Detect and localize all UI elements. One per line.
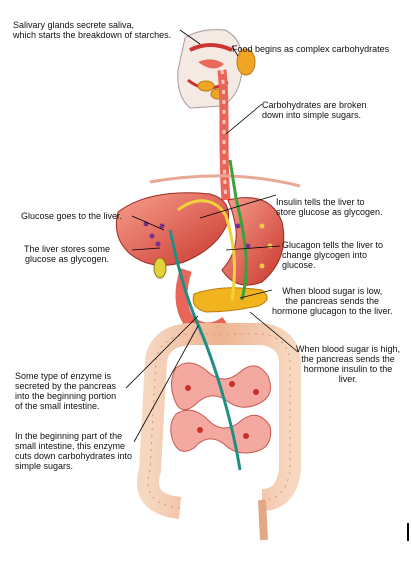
- label-salivary: Salivary glands secrete saliva, which st…: [13, 20, 172, 40]
- salivary-glands: [197, 48, 256, 100]
- label-low-sugar: When blood sugar is low, the pancreas se…: [272, 286, 393, 316]
- label-enzyme: Some type of enzyme is secreted by the p…: [15, 371, 117, 411]
- label-liver-stores: The liver stores some glucose as glycoge…: [24, 244, 111, 264]
- leader-lines: [125, 29, 299, 443]
- label-glucose-liver: Glucose goes to the liver.: [21, 211, 123, 221]
- head-outline: [177, 29, 243, 109]
- gallbladder: [153, 257, 167, 279]
- portal-vein: [168, 229, 242, 471]
- label-carbs-broken: Carbohydrates are broken down into simpl…: [262, 100, 367, 120]
- large-intestine: [137, 323, 301, 519]
- label-high-sugar: When blood sugar is high, the pancreas s…: [296, 344, 401, 384]
- rectum: [258, 499, 268, 541]
- pancreas: [192, 287, 268, 313]
- label-beginning-part: In the beginning part of the small intes…: [15, 431, 133, 471]
- small-intestine: [170, 362, 272, 454]
- text-cursor: [407, 523, 409, 541]
- label-glucagon-tells: Glucagon tells the liver to change glyco…: [282, 240, 384, 270]
- glycogen-dots: [259, 223, 273, 269]
- label-food: Food begins as complex carbohydrates: [232, 44, 390, 54]
- hormone-vessel-yellow: [177, 199, 236, 301]
- liver: [115, 192, 230, 266]
- label-insulin-tells: Insulin tells the liver to store glucose…: [276, 197, 383, 217]
